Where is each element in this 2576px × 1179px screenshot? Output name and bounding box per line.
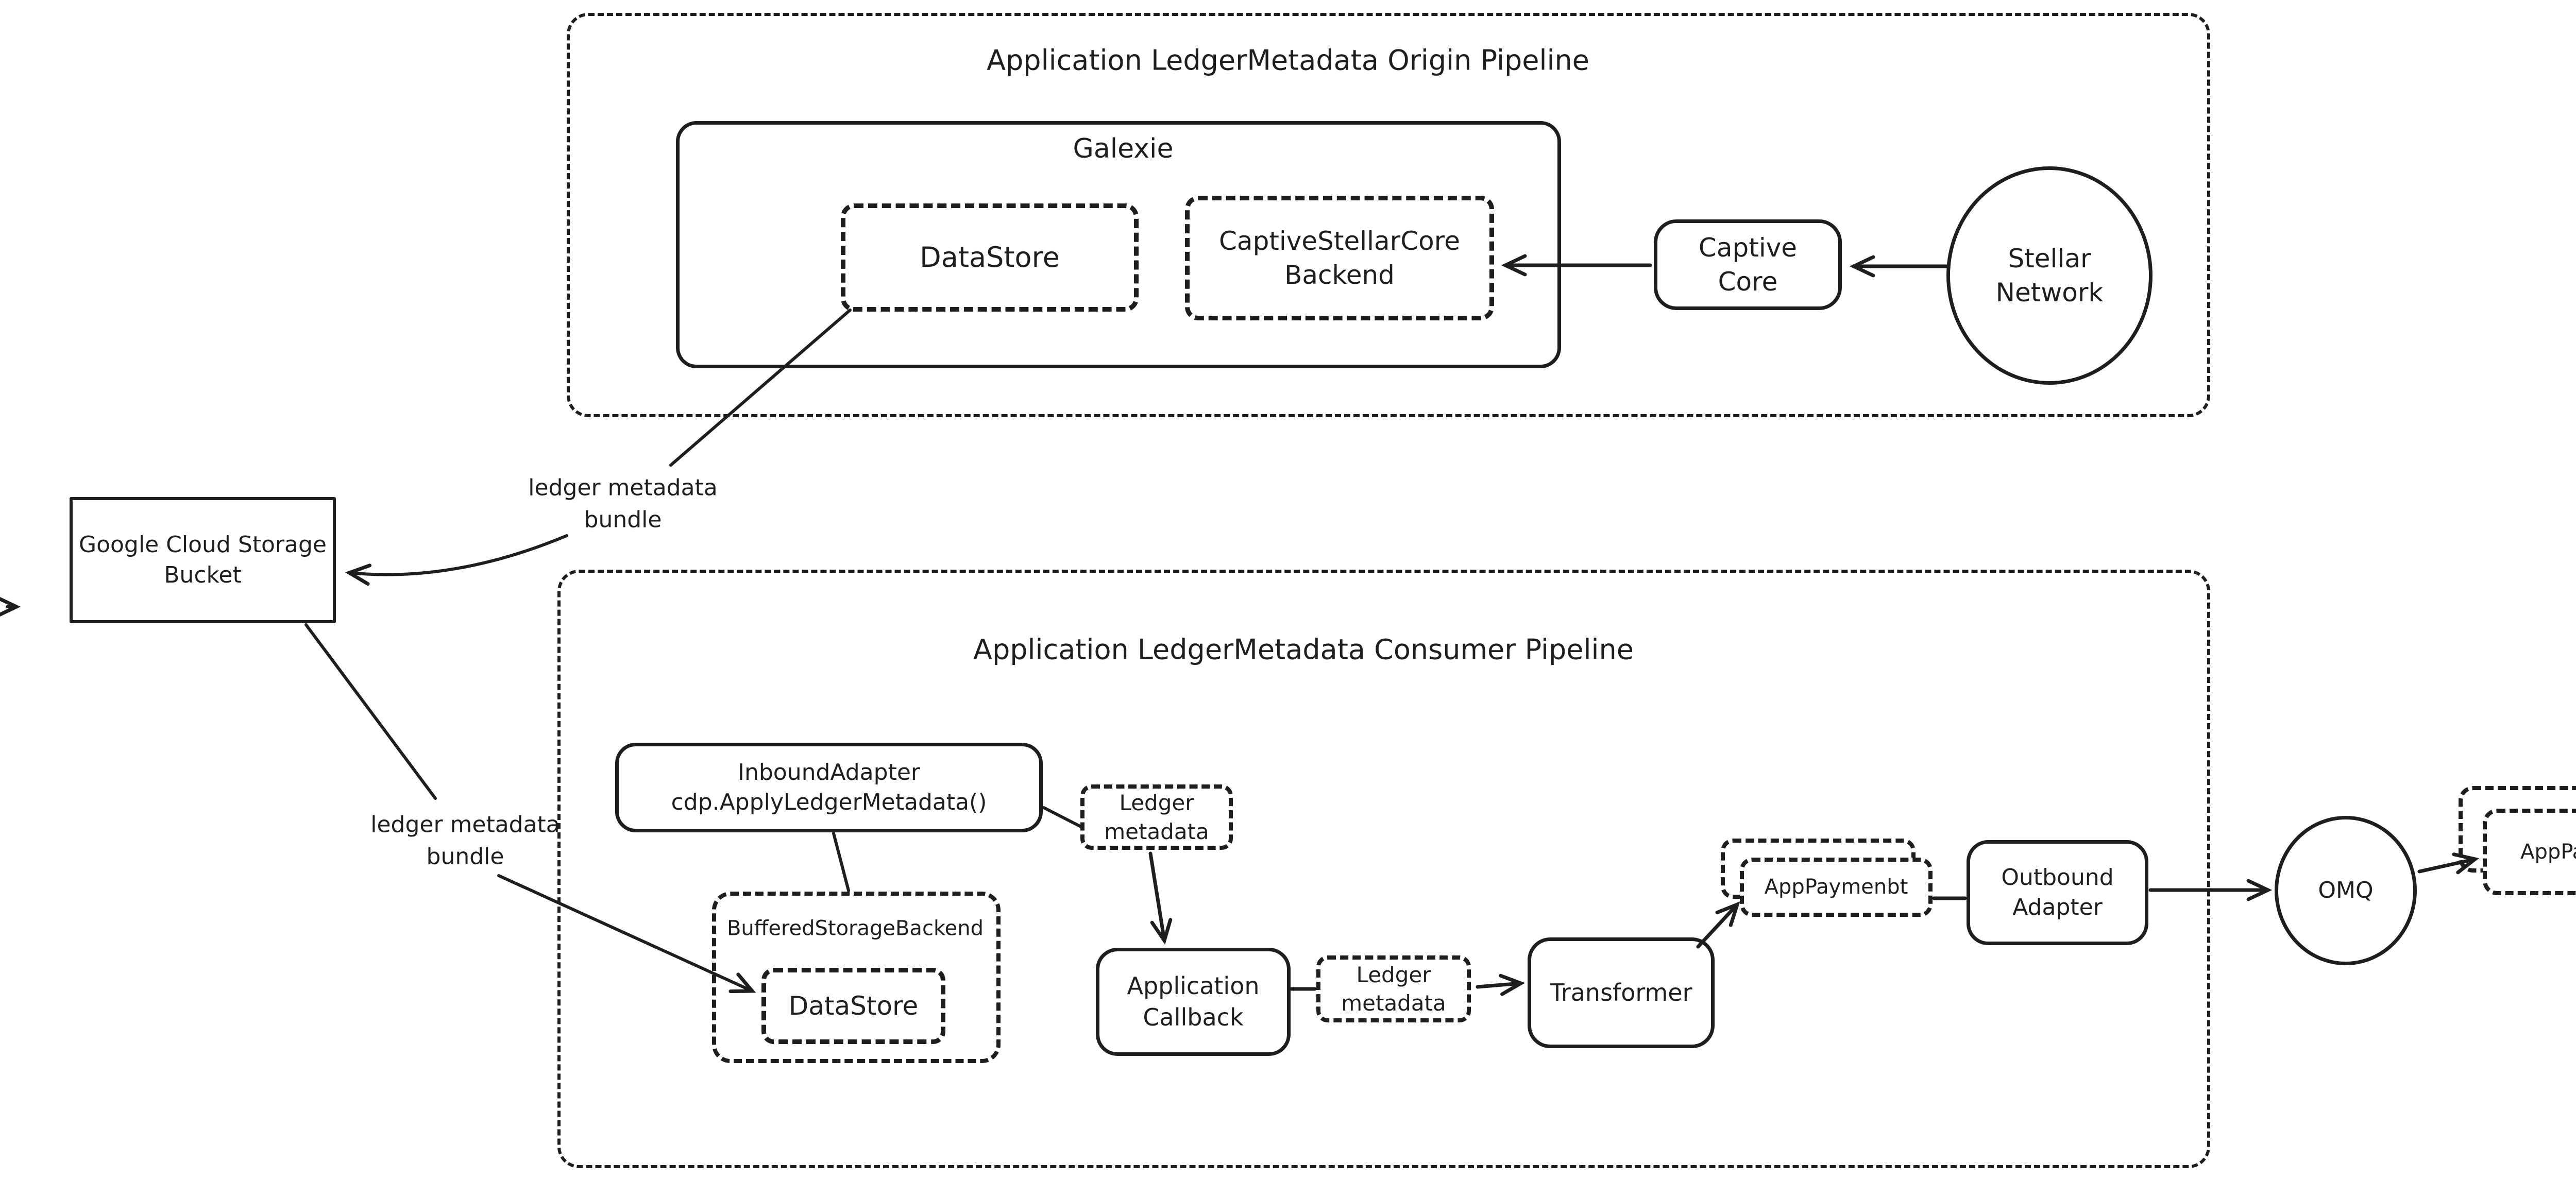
captive-core-label-line2: Core	[1718, 267, 1778, 297]
inbound-adapter-label-line1: InboundAdapter	[738, 759, 920, 785]
arrow-bundle-label-to-gcs[interactable]	[345, 534, 568, 586]
omq-label: OMQ	[2318, 877, 2374, 903]
line-gcs-to-bundle-label-bottom[interactable]	[304, 623, 437, 800]
consumer-datastore-box[interactable]: DataStore	[761, 968, 945, 1044]
ledger-metadata-1-line1: Ledger	[1119, 790, 1194, 816]
ledger-metadata-1-line2: metadata	[1104, 818, 1209, 844]
outbound-adapter-line1: Outbound	[2001, 864, 2114, 891]
galexie-label: Galexie	[1073, 133, 1174, 165]
ledger-metadata-bundle-label-top: ledger metadata bundle	[528, 472, 718, 537]
outbound-adapter-box[interactable]: Outbound Adapter	[1967, 840, 2148, 945]
consumer-pipeline-title: Application LedgerMetadata Consumer Pipe…	[973, 633, 1634, 666]
consumer-pipeline-container[interactable]	[557, 570, 2210, 1168]
stellar-network-label-line2: Network	[1995, 278, 2104, 307]
transformer-box[interactable]: Transformer	[1528, 937, 1715, 1048]
ledger-metadata-box-2[interactable]: Ledger metadata	[1316, 955, 1471, 1022]
origin-datastore-label: DataStore	[920, 241, 1060, 274]
outbound-adapter-line2: Adapter	[2012, 894, 2103, 920]
origin-pipeline-container[interactable]	[567, 13, 2210, 417]
stellar-network-ellipse[interactable]: Stellar Network	[1946, 166, 2153, 385]
app-payment-2-label: AppPaymenbt	[2520, 840, 2576, 864]
application-callback-line1: Application	[1127, 972, 1260, 1000]
inbound-adapter-box[interactable]: InboundAdapter cdp.ApplyLedgerMetadata()	[615, 743, 1043, 832]
csc-backend-label-line1: CaptiveStellarCore	[1219, 226, 1460, 256]
app-payment-1-label: AppPaymenbt	[1764, 875, 1908, 899]
ledger-metadata-box-1[interactable]: Ledger metadata	[1080, 784, 1233, 850]
bundle-top-line1: ledger metadata	[528, 474, 718, 501]
app-payment-1-box[interactable]: AppPaymenbt	[1740, 858, 1933, 917]
origin-pipeline-title: Application LedgerMetadata Origin Pipeli…	[987, 44, 1589, 77]
ledger-metadata-bundle-label-bottom: ledger metadata bundle	[370, 809, 560, 874]
gcs-bucket-label-line2: Bucket	[164, 561, 242, 588]
bundle-bottom-line2: bundle	[426, 844, 504, 870]
inbound-adapter-label-line2: cdp.ApplyLedgerMetadata()	[671, 789, 987, 815]
captive-core-label-line1: Captive	[1698, 233, 1798, 263]
bundle-top-line2: bundle	[584, 507, 662, 533]
ledger-metadata-2-line1: Ledger	[1356, 962, 1431, 987]
omq-ellipse[interactable]: OMQ	[2275, 816, 2417, 965]
application-callback-box[interactable]: Application Callback	[1096, 948, 1291, 1056]
gcs-bucket-box[interactable]: Google Cloud Storage Bucket	[70, 497, 336, 623]
gcs-bucket-label-line1: Google Cloud Storage	[79, 532, 327, 558]
application-callback-line2: Callback	[1143, 1003, 1244, 1031]
ledger-metadata-2-line2: metadata	[1341, 990, 1446, 1016]
consumer-datastore-label: DataStore	[788, 991, 919, 1021]
csc-backend-label-line2: Backend	[1284, 260, 1395, 290]
captive-stellar-core-backend-box[interactable]: CaptiveStellarCore Backend	[1185, 196, 1494, 320]
stellar-network-label-line1: Stellar	[2008, 244, 2091, 274]
buffered-storage-backend-label: BufferedStorageBackend	[726, 916, 984, 941]
app-payment-2-box[interactable]: AppPaymenbt	[2483, 809, 2576, 895]
bundle-bottom-line1: ledger metadata	[370, 811, 560, 838]
origin-datastore-box[interactable]: DataStore	[841, 203, 1139, 312]
captive-core-box[interactable]: Captive Core	[1654, 219, 1842, 310]
transformer-label: Transformer	[1550, 979, 1692, 1007]
